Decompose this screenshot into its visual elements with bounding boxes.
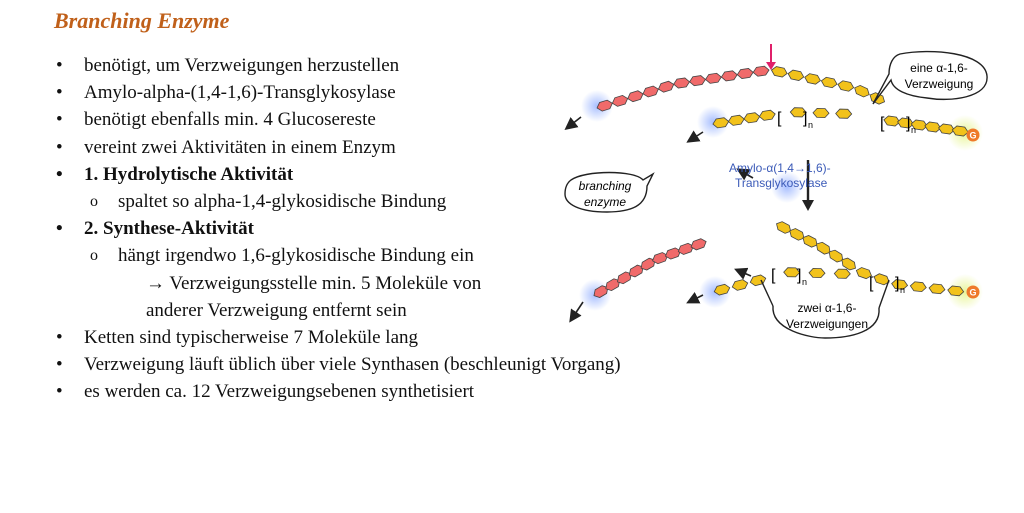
glucose-unit — [787, 69, 805, 81]
svg-text:[: [ — [777, 110, 782, 127]
svg-text:]: ] — [797, 267, 801, 284]
glucose-unit — [808, 267, 826, 279]
glucose-unit — [627, 90, 644, 103]
subscript-n: n — [808, 120, 813, 130]
glucose-unit — [752, 65, 770, 77]
svg-text:enzyme: enzyme — [584, 195, 626, 209]
glucose-unit — [947, 285, 965, 297]
svg-text:]: ] — [803, 110, 807, 127]
svg-text:Verzweigungen: Verzweigungen — [786, 317, 868, 331]
glucose-unit — [855, 267, 872, 280]
glucose-unit — [743, 112, 761, 124]
svg-text:[: [ — [869, 275, 874, 292]
svg-text:]: ] — [895, 275, 899, 292]
bullet-icon: • — [56, 327, 63, 349]
svg-text:G: G — [969, 131, 976, 141]
glucose-unit — [770, 66, 788, 78]
glucose-unit — [749, 274, 767, 287]
glucose-unit — [731, 279, 749, 291]
bullet-icon: • — [56, 109, 63, 131]
bullet-list: •benötigt, um Verzweigungen herzustellen… — [50, 52, 730, 406]
glucose-unit — [812, 107, 830, 119]
list-subsubitem: → Verzweigungsstelle min. 5 Moleküle von — [146, 272, 482, 294]
bullet-icon: • — [56, 381, 63, 403]
glucose-unit — [835, 108, 853, 119]
svg-text:zwei α-1,6-: zwei α-1,6- — [798, 301, 857, 315]
subscript-n: n — [900, 285, 905, 295]
glucose-unit — [673, 77, 691, 89]
glucose-unit — [736, 68, 754, 79]
svg-text:[: [ — [880, 115, 885, 132]
glucose-unit — [924, 121, 942, 133]
svg-text:[: [ — [771, 267, 776, 284]
glucose-unit — [928, 283, 946, 295]
glucose-unit — [720, 70, 738, 82]
glow-spots — [579, 90, 983, 311]
glucose-unit — [841, 257, 856, 271]
bubble-two-branches: zwei α-1,6- Verzweigungen — [760, 279, 890, 339]
bullet-icon: • — [56, 163, 63, 185]
list-item: •Verzweigung läuft üblich über viele Syn… — [50, 351, 730, 378]
glucose-unit — [758, 109, 776, 121]
bullet-icon: • — [56, 82, 63, 104]
glucose-unit — [883, 115, 901, 127]
glucose-unit — [689, 75, 706, 87]
glucose-unit — [713, 283, 731, 296]
branching-enzyme-diagram: []n[]n[]n[]n G G eine α-1,6- Verzweigung… — [564, 44, 988, 339]
glucose-unit — [909, 281, 927, 293]
glucose-unit — [704, 72, 722, 84]
repeat-brackets: []n[]n[]n[]n — [771, 110, 916, 295]
enzyme-name-line2: Transglykosylase — [735, 176, 828, 190]
bullet-icon: • — [56, 354, 63, 376]
svg-text:branching: branching — [579, 179, 632, 193]
arrow-right-icon: → — [146, 272, 165, 294]
glucose-unit — [789, 107, 807, 118]
glucose-unit — [727, 114, 745, 126]
svg-text:Verzweigung: Verzweigung — [905, 77, 974, 91]
svg-text:]: ] — [906, 115, 910, 132]
glucose-unit — [837, 80, 855, 92]
glucose-unit — [642, 85, 659, 98]
cleavage-arrow-icon — [766, 44, 776, 70]
enzyme-name: Amylo-α(1,4→1,6)- — [729, 161, 831, 175]
circle-bullet-icon: o — [90, 247, 98, 265]
list-item: •es werden ca. 12 Verzweigungsebenen syn… — [50, 378, 730, 405]
glucose-unit — [804, 73, 821, 85]
reducing-end-g-icon: G G — [966, 128, 980, 299]
glucose-unit — [854, 84, 870, 98]
list-item: •benötigt, um Verzweigungen herzustellen — [50, 52, 730, 79]
list-item: •1. Hydrolytische Aktivität — [50, 161, 730, 188]
list-item: •Ketten sind typischerweise 7 Moleküle l… — [50, 324, 730, 351]
glucose-unit — [873, 273, 890, 286]
bubble-branching-enzyme: branching enzyme — [564, 171, 655, 213]
glucose-unit — [833, 268, 851, 279]
glucose-unit — [657, 80, 675, 93]
list-item: •2. Synthese-Aktivität — [50, 215, 730, 242]
list-item: •benötigt ebenfalls min. 4 Glucosereste — [50, 106, 730, 133]
reaction-arrow-icon — [802, 160, 814, 211]
subscript-n: n — [802, 277, 807, 287]
list-continuation: anderer Verzweigung entfernt sein — [146, 299, 407, 321]
glucose-unit — [783, 267, 801, 278]
bubble-one-branch: eine α-1,6- Verzweigung — [872, 50, 988, 105]
bullet-icon: • — [56, 55, 63, 76]
direction-arrow-icon — [564, 116, 754, 323]
list-item: •Amylo-alpha-(1,4-1,6)-Transglykosylase — [50, 79, 730, 106]
bullet-icon: • — [56, 136, 63, 158]
bullet-icon: • — [56, 218, 63, 240]
list-item: •vereint zwei Aktivitäten in einem Enzym — [50, 134, 730, 161]
glucose-unit — [690, 238, 707, 251]
glucose-unit — [820, 76, 838, 89]
page-title: Branching Enzyme — [54, 8, 230, 33]
svg-text:G: G — [969, 288, 976, 298]
glucose-unit — [611, 94, 629, 107]
subscript-n: n — [911, 125, 916, 135]
circle-bullet-icon: o — [90, 193, 98, 211]
glucose-unit — [891, 279, 909, 290]
svg-text:eine α-1,6-: eine α-1,6- — [910, 61, 968, 75]
glucose-chains — [593, 65, 969, 298]
